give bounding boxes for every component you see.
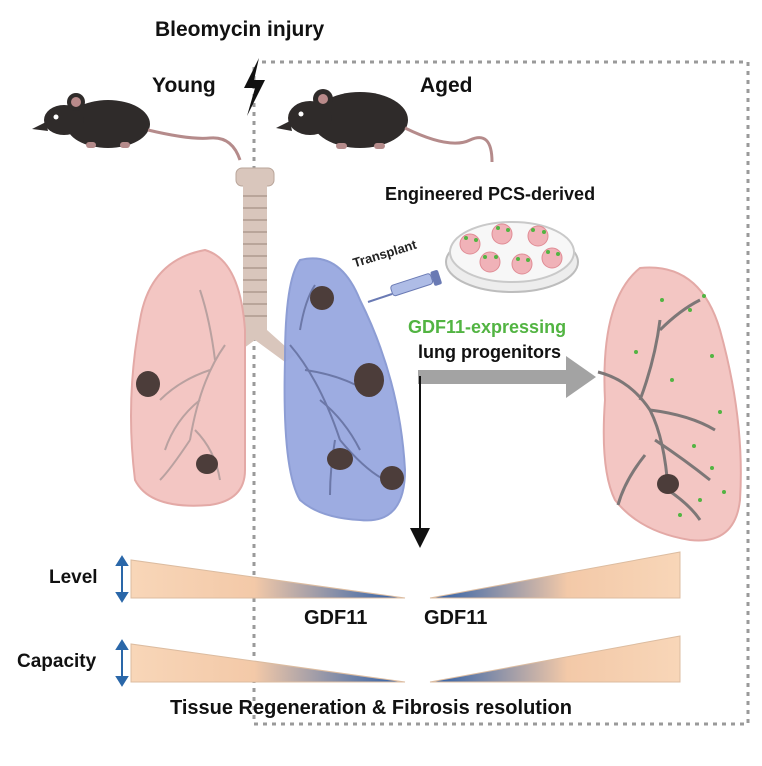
level-wedge-right	[429, 551, 681, 599]
gdf11-label-right: GDF11	[424, 607, 488, 629]
aged-region-frame	[252, 60, 750, 726]
lung-icon-regenerated	[597, 266, 742, 542]
lightning-icon	[244, 58, 265, 116]
injury-label: Bleomycin injury	[155, 18, 325, 41]
capacity-label: Capacity	[17, 651, 97, 672]
young-label: Young	[152, 74, 216, 97]
mouse-icon-young	[32, 93, 242, 161]
level-label: Level	[49, 567, 98, 588]
progenitors-label: lung progenitors	[418, 342, 561, 362]
aged-label: Aged	[420, 74, 473, 97]
double-arrow-icon-capacity	[115, 639, 129, 687]
double-arrow-icon-level	[115, 555, 129, 603]
gdf11-expressing-label: GDF11-expressing	[408, 317, 567, 337]
petri-dish-icon	[445, 221, 579, 293]
level-wedge-left	[130, 559, 406, 599]
engineered-label: Engineered PCS-derived	[385, 184, 596, 204]
lung-icon-aged-injured	[283, 257, 407, 522]
transfer-arrow	[418, 356, 596, 398]
syringe-icon	[367, 270, 442, 303]
outcome-label: Tissue Regeneration & Fibrosis resolutio…	[170, 697, 572, 719]
gdf11-label-left: GDF11	[304, 607, 368, 629]
lung-icon-young	[130, 248, 246, 507]
capacity-wedge-right	[429, 635, 681, 683]
capacity-wedge-left	[130, 643, 406, 683]
mouse-icon-aged	[276, 89, 494, 163]
